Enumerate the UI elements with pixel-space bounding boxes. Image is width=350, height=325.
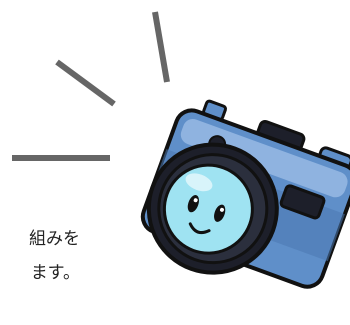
camera-icon <box>140 99 350 289</box>
camera-lens-face <box>162 163 254 255</box>
caption-text: 組みを ます。 <box>0 222 80 290</box>
lens-face-eye-left-glint <box>193 198 198 203</box>
flash-ray-diagonal <box>55 59 116 107</box>
camera-viewfinder <box>279 184 326 220</box>
lens-face-eye-right-glint <box>219 207 224 212</box>
flash-rays-icon <box>12 11 170 161</box>
caption-line-2: ます。 <box>30 263 80 283</box>
caption-line-1: 組みを <box>29 229 80 249</box>
flash-ray-top <box>152 11 170 83</box>
lens-face-mouth <box>188 222 211 235</box>
camera-lens-shine <box>185 173 213 192</box>
